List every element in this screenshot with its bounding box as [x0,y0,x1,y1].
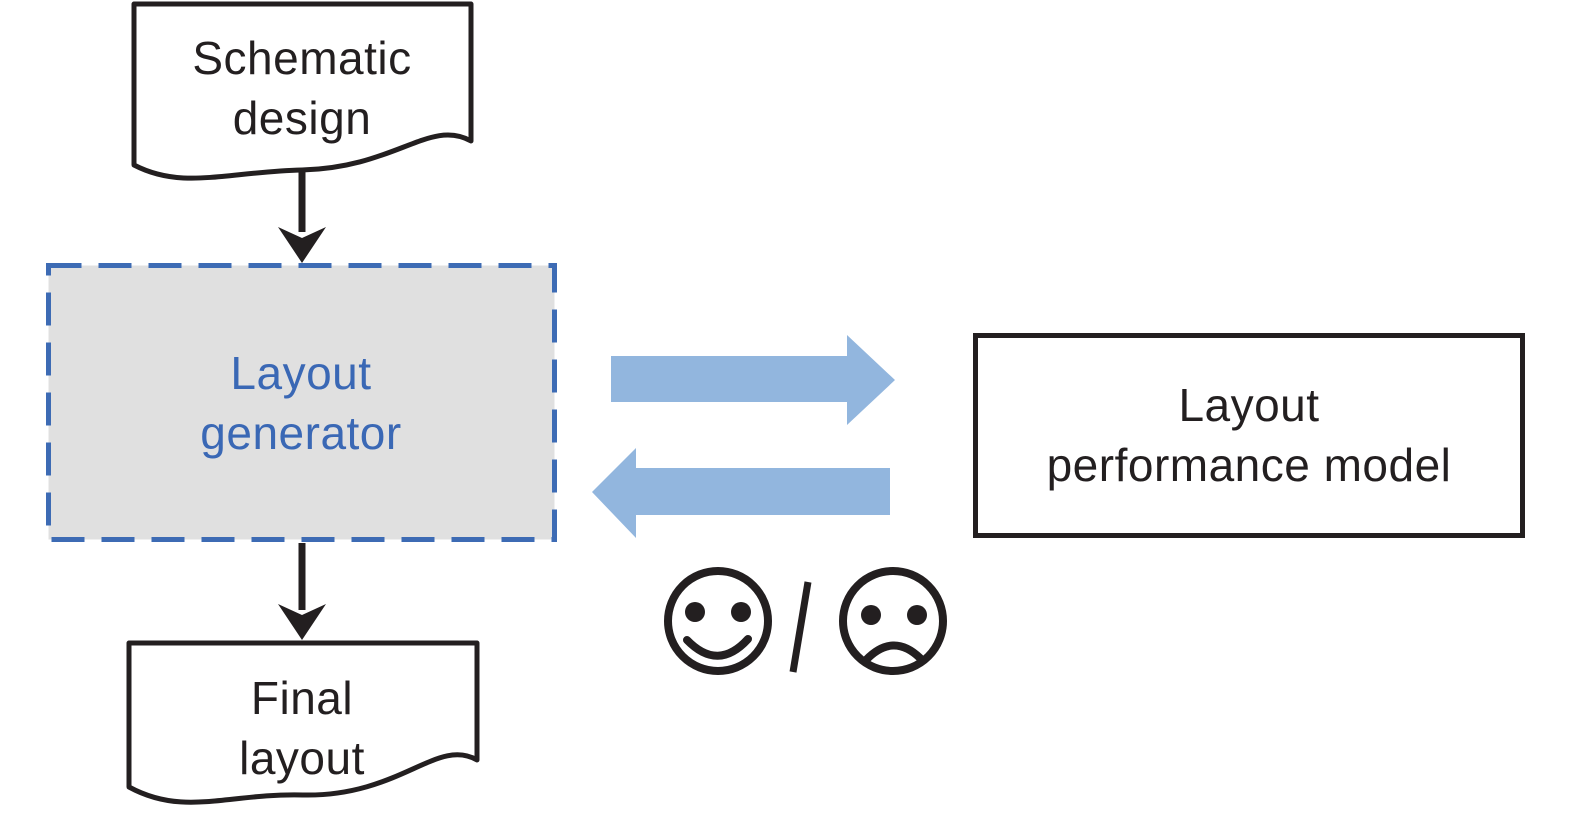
label-line: generator [200,407,402,459]
label-line: Layout [1178,379,1320,431]
frown-mouth [862,641,924,664]
arrow-generator-to-final [278,543,326,640]
label-line: Layout [230,347,372,399]
label-layout-generator: Layout generator [200,343,401,463]
slash-separator [789,581,812,673]
document-shape-schematic-design [131,1,474,181]
left-eye [861,605,881,625]
label-line: Schematic [192,32,412,84]
smile-mouth [683,635,752,660]
block-arrow-right-icon [611,335,895,425]
label-layout-performance-model: Layout performance model [1047,375,1452,495]
left-eye [685,602,705,622]
label-line: performance model [1046,439,1452,491]
arrow-head [278,604,326,640]
right-eye [907,605,927,625]
arrow-schematic-to-generator [278,170,326,263]
document-shape-final-layout [126,640,480,805]
label-final-layout: Final layout [239,668,365,788]
arrow-head [278,227,326,263]
layout-performance-model-box [973,333,1525,538]
layout-generator-box [46,263,557,542]
label-line: Final [250,672,354,724]
label-schematic-design: Schematic design [192,28,411,148]
label-line: layout [239,732,365,784]
happy-face-icon [664,567,772,675]
face-outline [839,567,947,675]
label-line: design [232,92,372,144]
right-eye [731,602,751,622]
block-arrow-left-icon [592,448,890,538]
sad-face-icon [839,567,947,675]
